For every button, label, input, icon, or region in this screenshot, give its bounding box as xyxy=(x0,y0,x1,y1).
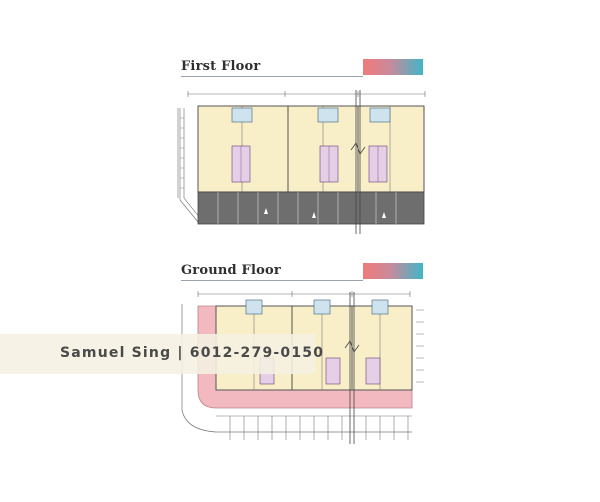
first-floor-plan xyxy=(177,90,426,234)
contact-watermark-text: Samuel Sing | 6012-279-0150 xyxy=(60,345,325,361)
ground-floor-title: Ground Floor xyxy=(181,263,281,278)
contact-watermark: Samuel Sing | 6012-279-0150 xyxy=(0,334,323,374)
ground-floor-accent-bar xyxy=(363,263,423,279)
first-floor-title-rule xyxy=(181,76,363,77)
first-floor-accent-bar xyxy=(363,59,423,75)
first-floor-title: First Floor xyxy=(181,59,261,74)
ground-floor-title-rule xyxy=(181,280,363,281)
